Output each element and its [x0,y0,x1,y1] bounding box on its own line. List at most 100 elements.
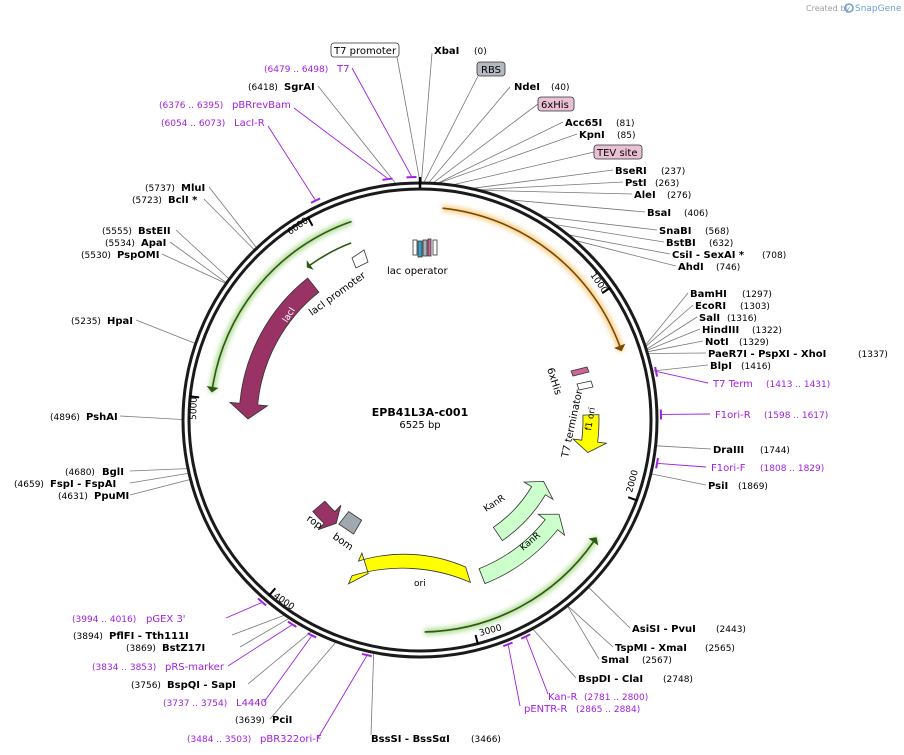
leader-line [588,587,631,629]
primer-arc [310,197,321,204]
site-mlui[interactable]: (5737)MluI [145,183,205,194]
primer-f1ori-f[interactable]: F1ori-F(1808 .. 1829) [711,463,824,474]
site-paer7i[interactable]: PaeR7I - PspXI - XhoI(1337) [708,349,888,360]
site-alei[interactable]: AleI(276) [634,190,691,201]
site-sgrai[interactable]: (6418)SgrAI [248,82,315,93]
leader-line [567,606,614,648]
site-name-bgli: BglI [102,467,124,478]
site-asisi[interactable]: AsiSI - PvuI(2443) [632,624,746,635]
site-psti[interactable]: PstI(263) [625,178,679,189]
site-name-sali: SalI [699,313,720,324]
site-fspi[interactable]: (4659)FspI - FspAI [14,479,116,490]
laci-promoter-arrow-icon [351,249,369,269]
tick-mark [189,395,200,399]
site-xbai[interactable]: XbaI(0) [434,46,487,57]
primer-t7[interactable]: (6479 .. 6498)T7 [264,64,349,75]
primer-pbrrevbam[interactable]: (6376 .. 6395)pBRrevBam [159,100,291,111]
site-pflfi[interactable]: (3894)PflFI - Tth111I [73,631,189,642]
site-pos-bspqi: (3756) [131,681,161,691]
site-ahdi[interactable]: AhdI(746) [678,262,740,273]
leader-line [647,340,704,353]
primer-pgex3[interactable]: (3994 .. 4016)pGEX 3' [72,614,186,625]
site-pos-csii: (708) [762,251,786,261]
site-sali[interactable]: SalI(1316) [699,313,757,324]
site-bstbi[interactable]: BstBI(632) [666,238,733,249]
primer-marks [225,67,711,739]
site-pos-smai: (2567) [642,656,672,666]
leader-line [433,103,539,183]
leader-line [569,234,671,255]
site-bseri[interactable]: BseRI(237) [615,166,685,177]
primer-l4440[interactable]: (3737 .. 3754)L4440 [163,698,267,709]
primer-pentr-r[interactable]: pENTR-R(2865 .. 2884) [524,704,640,715]
site-psii[interactable]: PsiI(1869) [708,481,768,492]
site-pshai[interactable]: (4896)PshAI [50,412,118,423]
site-hpai[interactable]: (5235)HpaI [71,316,133,327]
primer-f1ori-r[interactable]: F1ori-R(1598 .. 1617) [715,410,828,421]
leader-line [439,133,578,184]
site-acc65i[interactable]: Acc65I(81) [565,118,634,129]
site-ppumi[interactable]: (4631)PpuMI [58,491,129,502]
f1-ori-arrow [571,414,608,454]
primer-arc [361,652,372,658]
primer-laci-r[interactable]: (6054 .. 6073)LacI-R [161,118,265,129]
site-bspdi[interactable]: BspDI - ClaI(2748) [578,674,693,685]
site-bamhi[interactable]: BamHI(1297) [690,289,772,300]
site-bsssi[interactable]: BssSI - BssSαI(3466) [371,734,501,745]
site-snabi[interactable]: SnaBI(568) [659,226,729,237]
site-hindiii[interactable]: HindIII(1322) [702,325,782,336]
tick-mark [306,216,314,227]
leader-line [423,75,479,183]
leader-line [652,364,709,372]
site-ecori[interactable]: EcoRI(1303) [695,301,770,312]
site-pos-pspomi: (5530) [81,251,111,261]
site-pos-noti: (1329) [739,338,769,348]
orf-arc-green-3 [424,540,595,633]
site-blpi[interactable]: BlpI(1416) [710,361,771,372]
site-noti[interactable]: NotI(1329) [705,337,769,348]
primer-leader-line [657,371,709,384]
tick-5000: 5000 [189,397,200,421]
leader-line [647,328,701,351]
rop-arrow [312,500,342,531]
site-draiii[interactable]: DraIII(1744) [713,445,790,456]
site-bcli[interactable]: (5723)BclI * [132,195,198,206]
primer-pos-kan-r: (2781 .. 2800) [584,693,648,703]
site-ndei[interactable]: NdeI(40) [514,82,569,93]
primer-t7-term[interactable]: T7 Term(1413 .. 1431) [712,379,830,390]
site-bspqi[interactable]: (3756)BspQI - SapI [131,680,236,691]
site-bstz17i[interactable]: (3869)BstZ17I [126,643,205,654]
site-name-pflfi: PflFI - Tth111I [109,631,189,642]
ruler-ticks [189,177,638,645]
site-smai[interactable]: SmaI(2567) [601,655,672,666]
site-name-ecori: EcoRI [695,301,726,312]
plasmid-name: EPB41L3A-c001 [372,406,469,419]
site-pspomi[interactable]: (5530)PspOMI [81,250,159,261]
site-kpni[interactable]: KpnI(85) [579,130,635,141]
site-tspmi[interactable]: TspMI - XmaI(2565) [615,643,735,654]
site-name-draiii: DraIII [713,445,744,456]
primer-leader-line [507,645,521,707]
site-bsai[interactable]: BsaI(406) [647,208,708,219]
site-pcii[interactable]: (3639)PciI [235,715,292,726]
tick-mark [267,587,277,597]
primer-kan-r[interactable]: Kan-R(2781 .. 2800) [548,692,648,703]
primer-name-pgex3: pGEX 3' [146,614,186,625]
site-name-bstz17i: BstZ17I [162,643,205,654]
site-csii[interactable]: CsiI - SexAI *(708) [672,250,786,261]
site-bgli[interactable]: (4680)BglI [65,467,124,478]
site-bsteii[interactable]: (5555)BstEII [102,226,171,237]
leader-lines [119,52,712,736]
primer-prs-marker[interactable]: (3834 .. 3853)pRS-marker [92,662,225,673]
kanr-arrow-2 [478,513,566,585]
site-name-xbai: XbaI [434,46,459,57]
leader-line [532,629,577,679]
site-pos-bseri: (237) [661,167,685,177]
primer-leader-line [317,655,367,739]
primer-arc [654,366,659,377]
primer-arc [520,633,531,640]
primer-pbr322ori-f[interactable]: (3484 .. 3503)pBR322ori-F [187,734,322,745]
site-apai[interactable]: (5534)ApaI [105,238,166,249]
credit-prefix: Created by [806,4,850,13]
